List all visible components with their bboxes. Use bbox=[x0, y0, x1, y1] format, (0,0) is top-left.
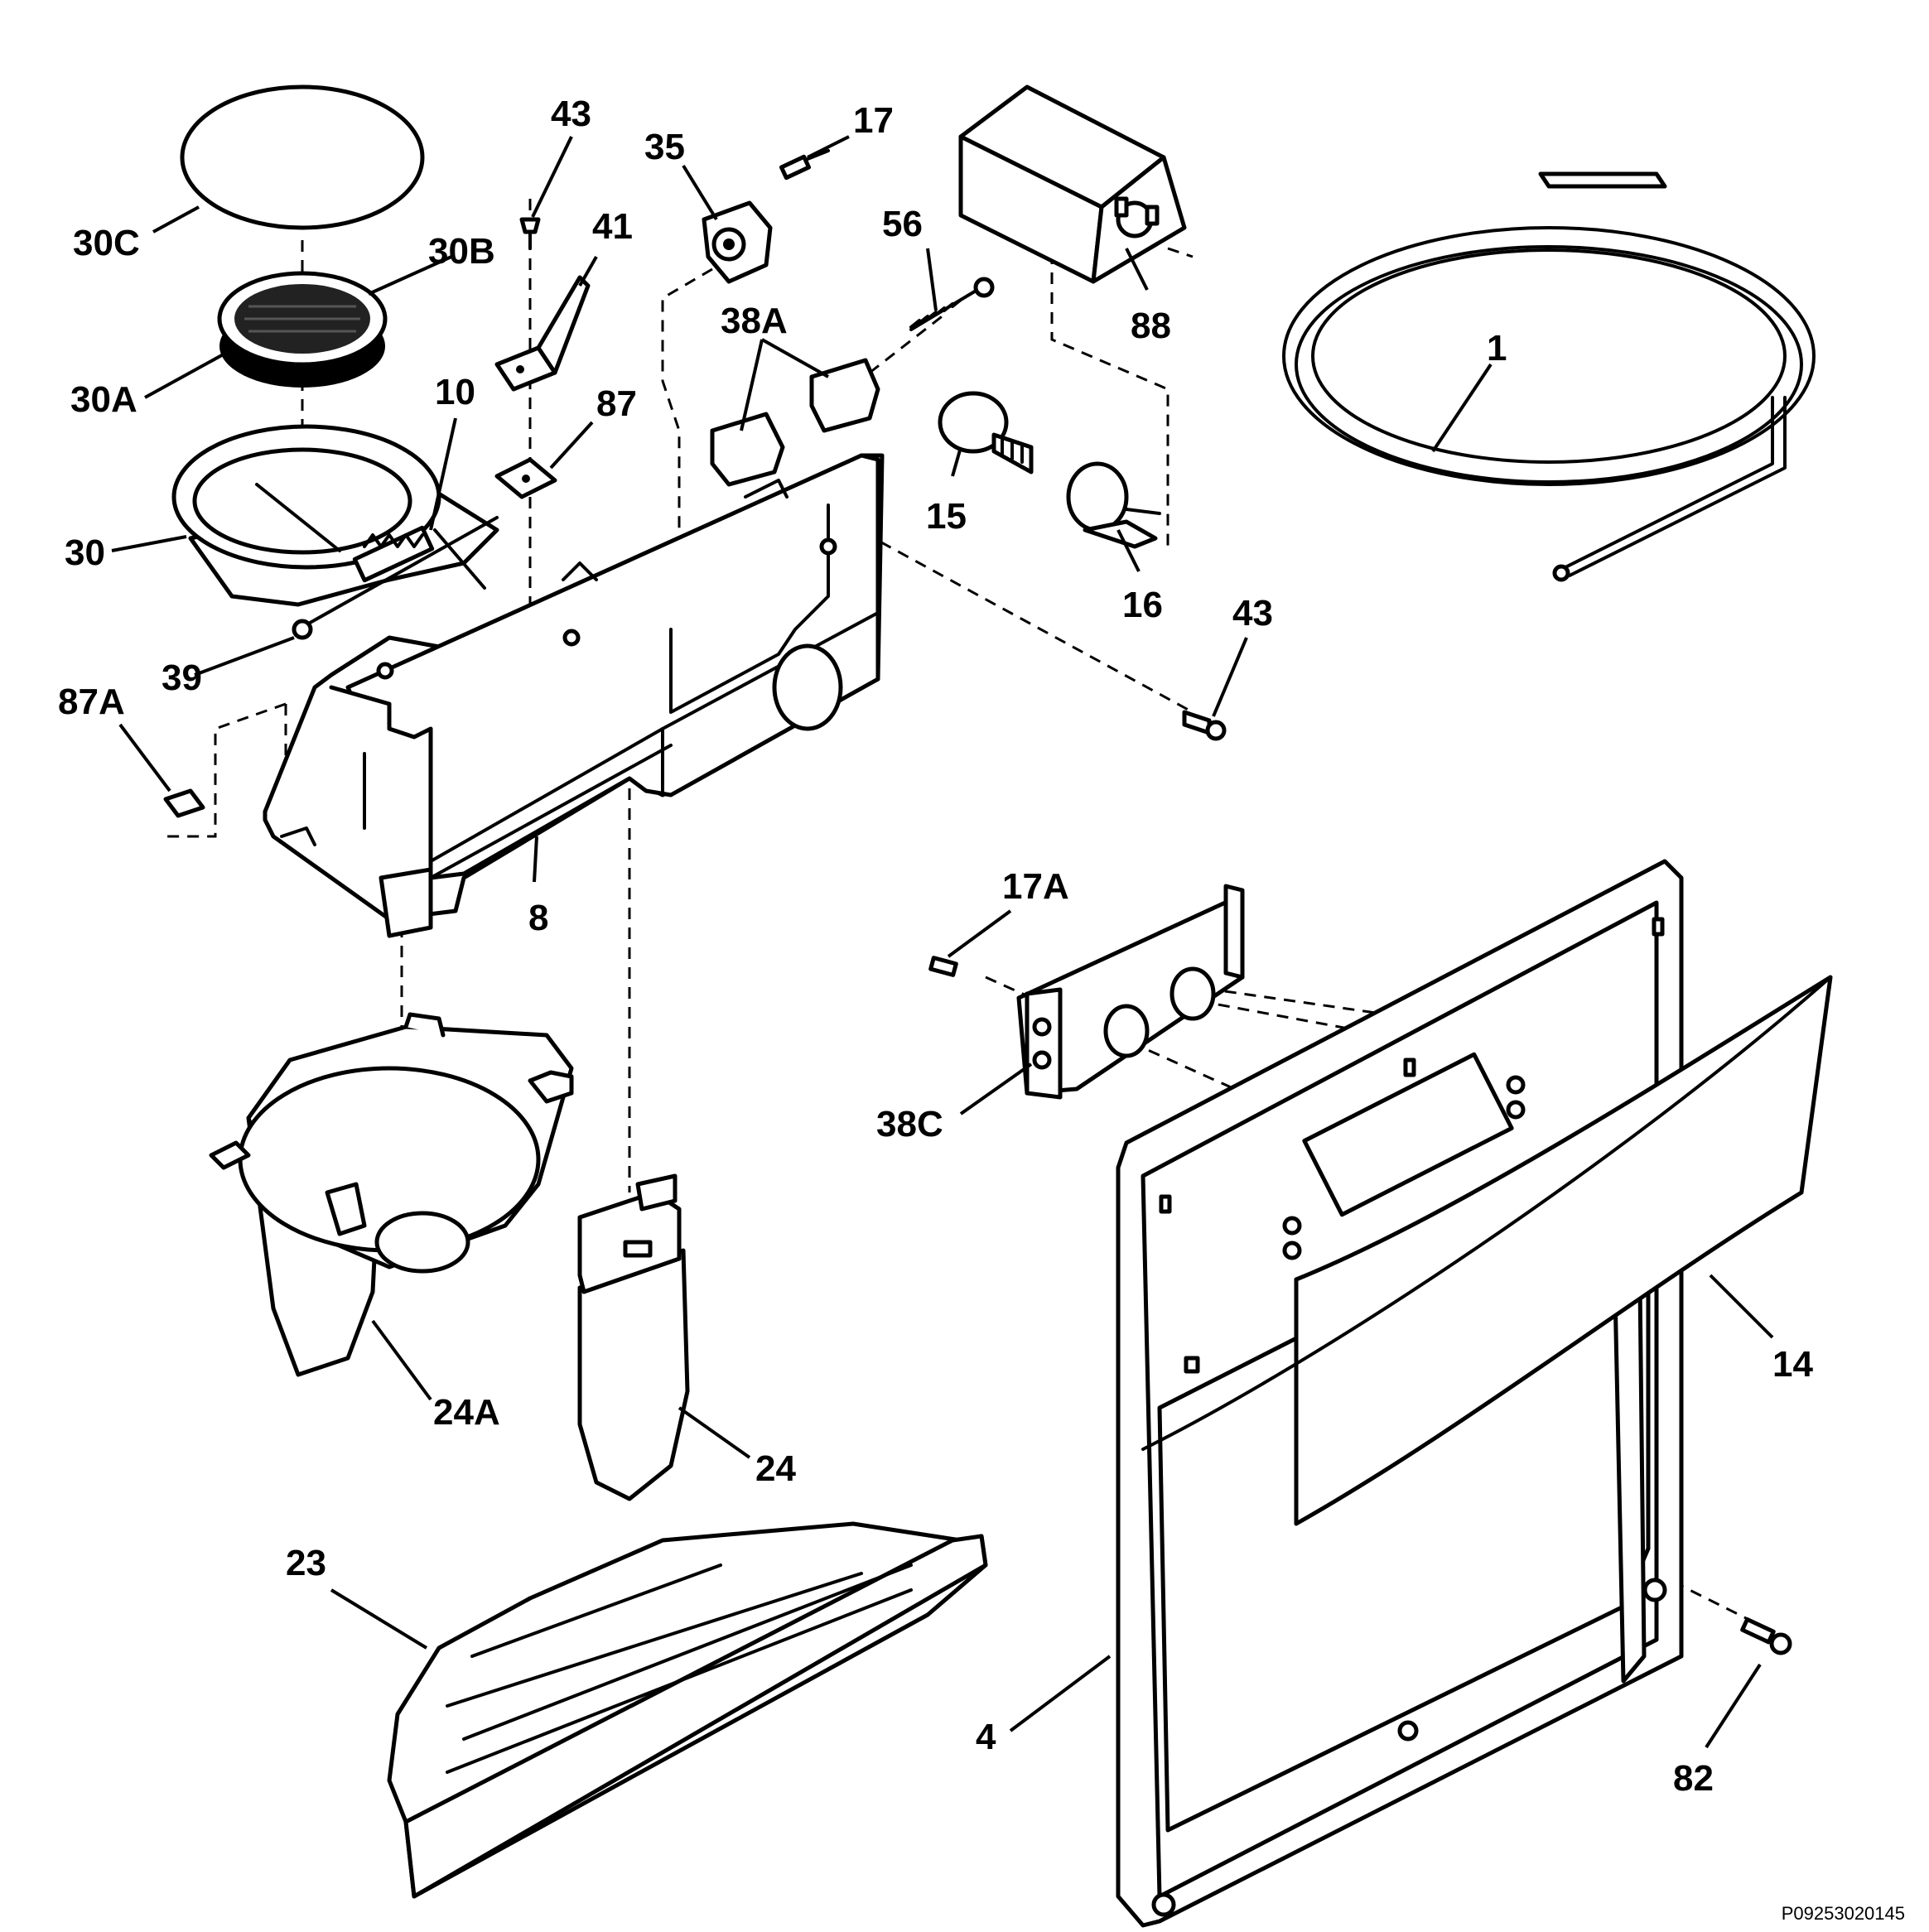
part-23-drip-tray bbox=[387, 1521, 988, 1899]
part-10-spring-rod bbox=[433, 528, 486, 590]
part-17A-screw bbox=[928, 956, 958, 977]
label-15: 15 bbox=[926, 496, 967, 537]
label-24: 24 bbox=[755, 1448, 796, 1489]
part-8-housing bbox=[263, 453, 885, 938]
label-43-right: 43 bbox=[1232, 593, 1273, 634]
part-43-screw-top bbox=[519, 217, 541, 250]
label-16: 16 bbox=[1122, 585, 1163, 625]
diagram-code: P09253020145 bbox=[1782, 1903, 1905, 1924]
label-24A: 24A bbox=[433, 1392, 500, 1433]
part-87-plate bbox=[494, 457, 557, 499]
label-43-top: 43 bbox=[551, 94, 591, 134]
part-88-control-box bbox=[958, 84, 1187, 284]
label-23: 23 bbox=[286, 1543, 326, 1583]
part-56-long-screw bbox=[909, 277, 995, 331]
part-15-bulb bbox=[938, 391, 1034, 475]
part-82-screw bbox=[1740, 1616, 1792, 1655]
label-17A: 17A bbox=[1002, 866, 1069, 907]
part-38C-switch-bracket bbox=[1016, 884, 1245, 1100]
label-30B: 30B bbox=[428, 231, 495, 272]
part-43-screw-right bbox=[1182, 710, 1227, 741]
label-87A: 87A bbox=[58, 682, 125, 722]
label-35: 35 bbox=[644, 127, 685, 167]
part-24A-funnel-chute bbox=[209, 1012, 574, 1377]
label-4: 4 bbox=[976, 1717, 996, 1757]
label-82: 82 bbox=[1673, 1758, 1714, 1799]
part-labels: 30C 30B 30A 30 10 39 87A 43 41 87 35 17 … bbox=[58, 94, 1813, 1799]
label-14: 14 bbox=[1772, 1344, 1813, 1385]
part-30B-screen bbox=[217, 271, 388, 388]
part-1-tubing-coil bbox=[1282, 171, 1816, 582]
part-38A-microswitches bbox=[710, 358, 880, 487]
label-88: 88 bbox=[1131, 306, 1171, 346]
part-17-screw bbox=[779, 149, 830, 181]
label-30A: 30A bbox=[70, 379, 137, 420]
part-87A-clip bbox=[163, 788, 205, 818]
part-35-switch bbox=[702, 200, 773, 284]
label-38A: 38A bbox=[721, 301, 788, 341]
label-30: 30 bbox=[65, 532, 105, 573]
label-87: 87 bbox=[596, 383, 637, 424]
part-30-ring-housing bbox=[171, 424, 499, 640]
label-30C: 30C bbox=[73, 223, 140, 263]
leader-lines bbox=[111, 135, 1774, 1749]
label-38C: 38C bbox=[876, 1104, 943, 1144]
label-17: 17 bbox=[853, 100, 894, 141]
label-56: 56 bbox=[882, 204, 923, 244]
part-14-overlay-panel bbox=[1141, 975, 1833, 1526]
label-1: 1 bbox=[1487, 328, 1507, 369]
label-41: 41 bbox=[592, 206, 633, 247]
label-8: 8 bbox=[528, 898, 548, 938]
part-30C-gasket bbox=[180, 84, 425, 230]
part-41-bracket bbox=[494, 275, 591, 392]
part-24-flap bbox=[577, 1173, 690, 1501]
label-10: 10 bbox=[435, 372, 475, 412]
label-39: 39 bbox=[162, 658, 202, 698]
part-16-socket bbox=[1066, 461, 1161, 549]
